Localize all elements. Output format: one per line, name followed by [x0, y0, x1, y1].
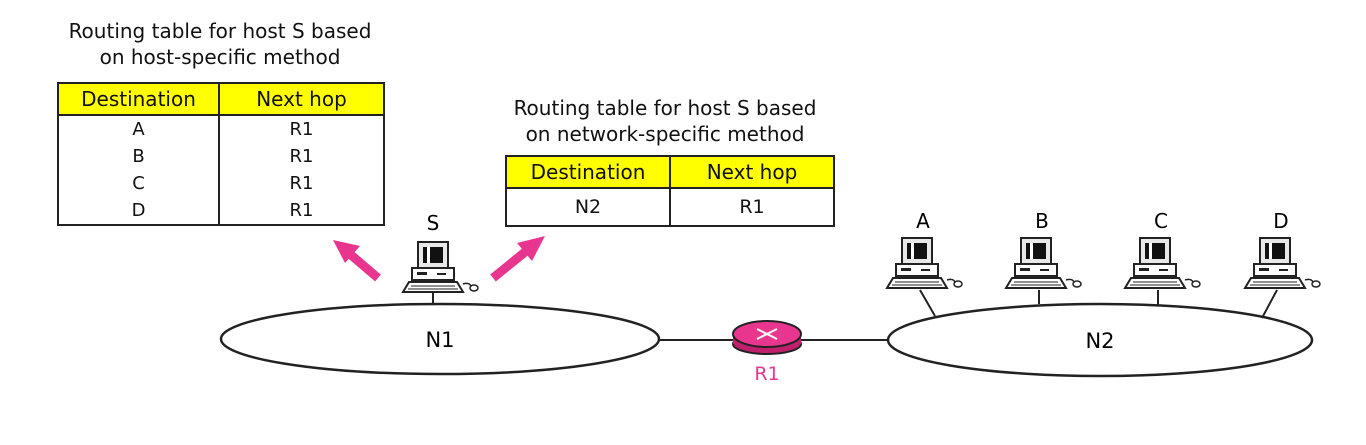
host-a-label: A — [916, 209, 930, 233]
arrow-to-host-specific-table — [333, 240, 381, 282]
host-c-label: C — [1154, 209, 1168, 233]
table-row: A R1 — [57, 115, 385, 143]
next-hop-cell: R1 — [669, 188, 835, 227]
host-d-computer — [1244, 237, 1321, 289]
destination-cell: D — [57, 197, 220, 226]
network-n2-label: N2 — [1085, 329, 1114, 353]
host-specific-caption-line2: on host-specific method — [99, 45, 341, 69]
next-hop-cell: R1 — [218, 197, 385, 226]
next-hop-header: Next hop — [218, 82, 385, 116]
host-a-link — [919, 289, 936, 317]
network-specific-caption-line1: Routing table for host S based — [513, 96, 817, 120]
table-header-row: Destination Next hop — [505, 155, 835, 189]
destination-cell: N2 — [505, 188, 671, 227]
destination-cell: A — [57, 115, 220, 143]
table-header-row: Destination Next hop — [57, 82, 385, 116]
destination-header: Destination — [57, 82, 220, 116]
network-specific-caption: Routing table for host S based on networ… — [465, 95, 865, 147]
router-r1-label: R1 — [754, 363, 779, 385]
host-c-computer — [1124, 237, 1201, 289]
next-hop-cell: R1 — [218, 143, 385, 170]
arrow-to-network-specific-table — [490, 236, 545, 282]
table-row: D R1 — [57, 197, 385, 226]
next-hop-cell: R1 — [218, 170, 385, 197]
table-row: C R1 — [57, 170, 385, 197]
router-r1 — [732, 320, 802, 355]
table-row: N2 R1 — [505, 188, 835, 227]
destination-cell: C — [57, 170, 220, 197]
next-hop-cell: R1 — [218, 115, 385, 143]
network-specific-routing-table: Destination Next hop N2 R1 — [505, 155, 835, 227]
network-specific-caption-line2: on network-specific method — [525, 122, 805, 146]
host-s-computer — [402, 241, 479, 293]
network-n1-label: N1 — [425, 328, 454, 352]
network-n2 — [886, 302, 1314, 378]
host-specific-caption: Routing table for host S based on host-s… — [20, 18, 420, 70]
destination-header: Destination — [505, 155, 671, 189]
host-d-label: D — [1273, 209, 1288, 233]
destination-cell: B — [57, 143, 220, 170]
host-specific-routing-table: Destination Next hop A R1 B R1 C R1 D R1 — [57, 82, 385, 226]
host-b-computer — [1005, 237, 1082, 289]
host-s-label: S — [427, 211, 440, 235]
next-hop-header: Next hop — [669, 155, 835, 189]
host-b-label: B — [1035, 209, 1049, 233]
host-specific-caption-line1: Routing table for host S based — [68, 19, 372, 43]
table-row: B R1 — [57, 143, 385, 170]
host-a-computer — [886, 237, 963, 289]
host-d-link — [1261, 289, 1278, 319]
network-n1 — [219, 302, 661, 376]
